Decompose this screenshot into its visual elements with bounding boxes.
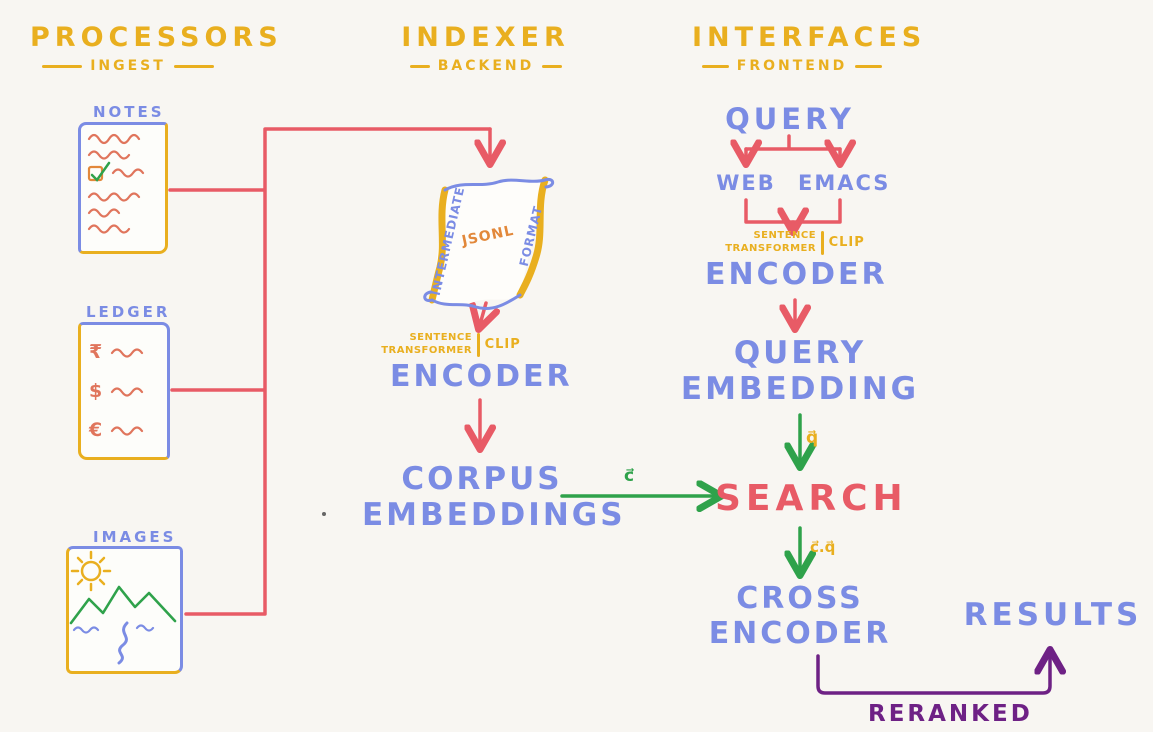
subtitle-line — [410, 64, 430, 68]
query-embedding-line2: EMBEDDING — [680, 370, 920, 407]
clip-label: CLIP — [828, 235, 865, 250]
model-line1: SENTENCE — [409, 332, 473, 343]
interfaces-encoder-label: ENCODER — [705, 257, 888, 292]
subtitle-line — [855, 64, 883, 68]
interfaces-subtitle: FRONTEND — [702, 58, 883, 74]
cross-encoder-label: CROSS ENCODER — [690, 581, 910, 651]
rupee-icon: ₹ — [89, 341, 103, 364]
connector-sources-trunk — [168, 127, 492, 616]
stray-mark — [322, 512, 326, 516]
model-divider — [821, 230, 824, 255]
processors-title: PROCESSORS — [30, 22, 283, 53]
scroll-shape — [423, 176, 555, 310]
ledger-card: ₹ $ € — [78, 322, 170, 460]
ledger-row: $ — [89, 380, 159, 402]
dollar-icon: $ — [89, 379, 103, 402]
ledger-label: LEDGER — [86, 303, 171, 321]
web-label: WEB — [716, 171, 776, 195]
cross-encoder-line1: CROSS — [736, 581, 864, 616]
ledger-row: € — [89, 419, 159, 441]
mountains-icon — [69, 585, 177, 625]
notes-sketch — [87, 133, 145, 234]
indexer-encoder-label: ENCODER — [390, 359, 573, 394]
results-label: RESULTS — [963, 597, 1143, 633]
interfaces-model-label: SENTENCE TRANSFORMER CLIP — [705, 230, 885, 255]
sentence-transformer-label: SENTENCE TRANSFORMER — [381, 332, 472, 357]
subtitle-line — [702, 64, 729, 68]
ledger-row: ₹ — [89, 341, 159, 363]
processors-subtitle: INGEST — [42, 58, 214, 74]
ledger-squiggle — [111, 387, 144, 397]
dot-product-label: c⃗.q⃗ — [810, 538, 836, 556]
waves-icon — [72, 624, 155, 634]
jsonl-scroll: INTERMEDIATE JSONL FORMAT — [418, 162, 568, 320]
clip-label: CLIP — [484, 337, 521, 352]
cross-encoder-line2: ENCODER — [708, 615, 892, 651]
images-label: IMAGES — [93, 528, 177, 546]
subtitle-line — [173, 64, 214, 68]
indexer-title: INDEXER — [401, 22, 570, 53]
corpus-line1: CORPUS — [401, 461, 563, 497]
images-card — [66, 546, 183, 674]
query-label: QUERY — [725, 102, 855, 136]
images-sketch — [69, 550, 177, 665]
ledger-squiggle — [111, 426, 144, 436]
arrow-reranked-to-results — [816, 651, 1050, 695]
corpus-vector-label: c⃗ — [624, 466, 635, 486]
processors-subtitle-label: INGEST — [90, 58, 166, 74]
ledger-rows: ₹ $ € — [81, 325, 167, 457]
query-embedding-label: QUERY EMBEDDING — [672, 335, 928, 407]
euro-icon: € — [89, 418, 103, 441]
connector-clients-join — [744, 198, 842, 224]
model-line1: SENTENCE — [753, 230, 817, 241]
connector-query-split — [744, 134, 842, 151]
interfaces-title: INTERFACES — [692, 22, 927, 53]
reranked-label: RERANKED — [868, 701, 1033, 727]
query-vector-label: q⃗ — [806, 428, 819, 448]
sun-icon — [70, 550, 112, 592]
model-line2: TRANSFORMER — [381, 344, 473, 356]
model-line2: TRANSFORMER — [725, 242, 817, 254]
ledger-squiggle — [111, 348, 144, 358]
notes-label: NOTES — [93, 103, 165, 121]
query-embedding-line1: QUERY — [733, 335, 867, 371]
river-icon — [117, 621, 129, 665]
indexer-model-label: SENTENCE TRANSFORMER CLIP — [375, 332, 527, 357]
indexer-subtitle-label: BACKEND — [437, 58, 535, 74]
interfaces-subtitle-label: FRONTEND — [736, 58, 848, 74]
checkmark-icon — [90, 161, 111, 182]
notes-card — [78, 122, 168, 254]
search-label: SEARCH — [715, 478, 908, 519]
corpus-line2: EMBEDDINGS — [362, 496, 626, 533]
model-divider — [477, 332, 480, 357]
corpus-embeddings-label: CORPUS EMBEDDINGS — [362, 461, 626, 533]
emacs-label: EMACS — [798, 171, 891, 195]
indexer-subtitle: BACKEND — [410, 58, 562, 74]
sentence-transformer-label: SENTENCE TRANSFORMER — [725, 230, 816, 255]
subtitle-line — [542, 64, 562, 68]
subtitle-line — [42, 64, 83, 68]
